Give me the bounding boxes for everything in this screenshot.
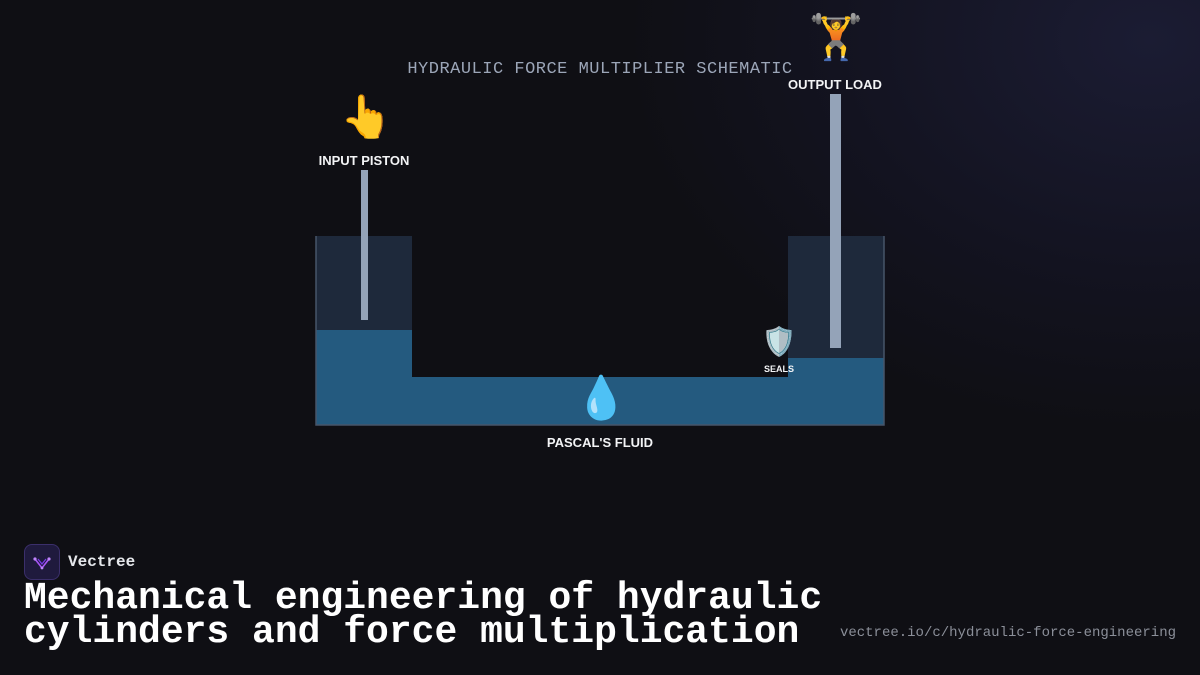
input-fluid xyxy=(316,330,412,425)
shield-icon: 🛡️ xyxy=(761,325,797,358)
vessel-outline xyxy=(315,236,885,426)
diagram-title: HYDRAULIC FORCE MULTIPLIER SCHEMATIC xyxy=(407,60,793,79)
pascals-fluid-label: PASCAL'S FLUID xyxy=(546,435,654,450)
input-piston-label: INPUT PISTON xyxy=(318,153,410,168)
output-load-label: OUTPUT LOAD xyxy=(788,77,882,92)
seals-label: SEALS xyxy=(763,364,794,374)
page-headline: Mechanical engineering of hydraulic cyli… xyxy=(24,577,823,654)
brand-name: Vectree xyxy=(68,553,136,571)
input-piston-rod xyxy=(361,170,368,320)
vectree-logo xyxy=(24,544,60,580)
source-url[interactable]: vectree.io/c/hydraulic-force-engineering xyxy=(839,625,1176,641)
output-fluid xyxy=(788,358,884,425)
brand[interactable]: Vectree xyxy=(24,544,135,580)
fluid-channel xyxy=(412,377,788,425)
droplet-icon: 💧 xyxy=(575,373,628,422)
pointing-hand-icon: 👆 xyxy=(340,92,393,141)
weightlifter-icon: 🏋️ xyxy=(808,12,864,63)
output-piston-rod xyxy=(830,94,841,348)
logo-mark-icon xyxy=(33,557,51,570)
